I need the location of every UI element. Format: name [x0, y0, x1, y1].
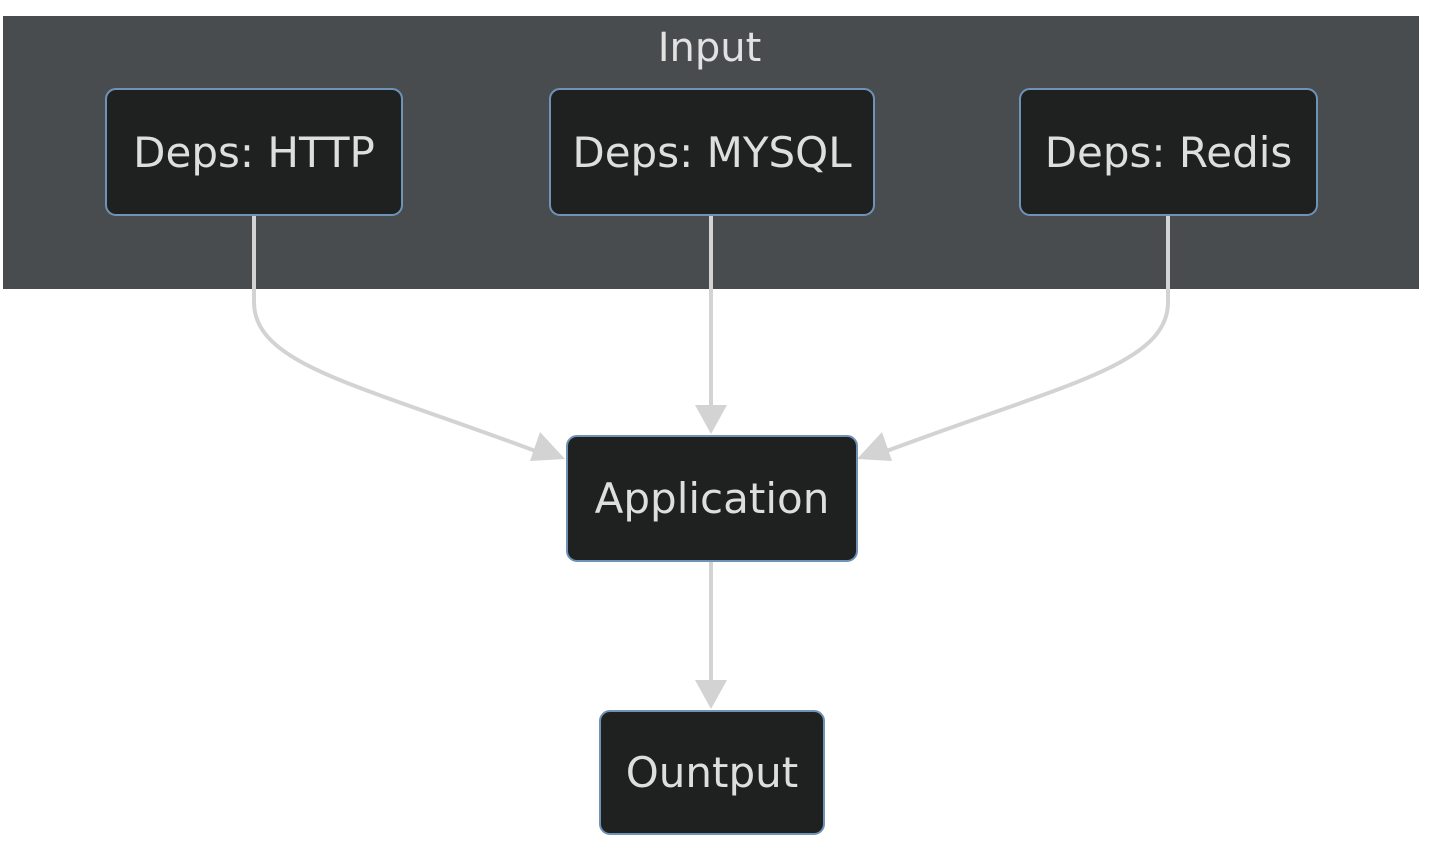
node-label: Deps: MYSQL: [572, 127, 852, 177]
node-deps-http[interactable]: Deps: HTTP: [105, 88, 403, 216]
subgraph-title: Input: [657, 25, 762, 71]
node-deps-mysql[interactable]: Deps: MYSQL: [549, 88, 875, 216]
arrowhead-redis-to-application: [857, 432, 892, 461]
node-label: Deps: Redis: [1044, 127, 1293, 177]
node-label: Deps: HTTP: [133, 127, 375, 177]
node-deps-redis[interactable]: Deps: Redis: [1019, 88, 1318, 216]
node-application[interactable]: Application: [566, 435, 858, 562]
node-output[interactable]: Ountput: [599, 710, 825, 835]
edge-redis-to-application: [883, 216, 1170, 454]
arrowhead-application-to-output: [695, 680, 727, 709]
edge-http-to-application: [252, 216, 539, 454]
arrowhead-mysql-to-application: [695, 405, 727, 434]
node-label: Ountput: [625, 748, 799, 797]
node-label: Application: [594, 474, 830, 523]
arrowhead-http-to-application: [530, 432, 565, 461]
